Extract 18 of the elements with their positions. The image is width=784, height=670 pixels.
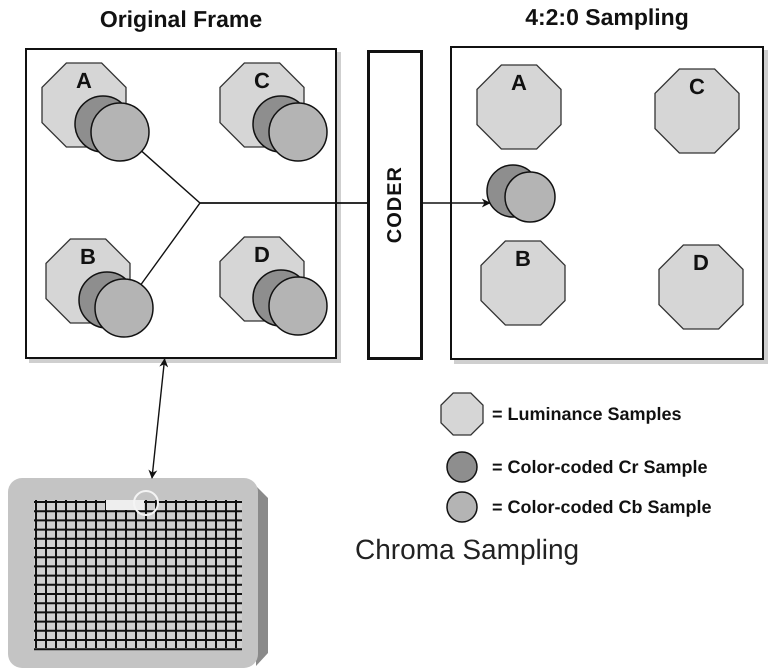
arrow xyxy=(148,358,168,479)
frame-title: Original Frame xyxy=(98,6,264,33)
arrow xyxy=(423,198,491,208)
caption: Chroma Sampling xyxy=(355,534,580,566)
legend-label: = Luminance Samples xyxy=(492,404,682,424)
sample-letter: D xyxy=(254,244,270,266)
coder-label: CODER xyxy=(384,166,406,244)
sample-letter: B xyxy=(515,248,531,270)
legend-label: = Color-coded Cr Sample xyxy=(492,456,708,478)
sample-letter: D xyxy=(693,252,709,274)
sample-letter: A xyxy=(76,70,92,92)
frame-title: 4:2:0 Sampling xyxy=(524,4,690,31)
coder-box xyxy=(367,50,423,360)
sample-letter: C xyxy=(254,70,270,92)
sample-letter: A xyxy=(511,72,527,94)
legend-label: = Color-coded Cb Sample xyxy=(492,496,712,518)
sample-letter: B xyxy=(80,246,96,268)
sample-letter: C xyxy=(689,76,705,98)
